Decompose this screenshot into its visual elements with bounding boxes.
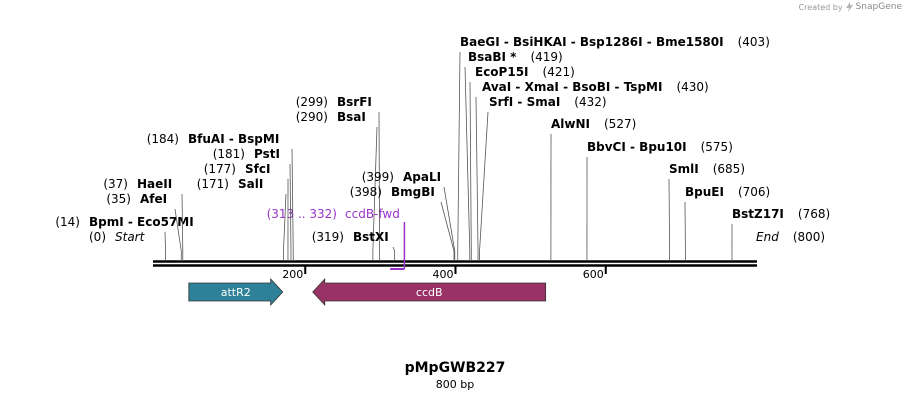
site-bpmi-position: (14) xyxy=(55,215,80,229)
credit-prefix: Created by xyxy=(798,2,843,12)
site-haeii-line xyxy=(181,193,184,252)
primer-range-label: (313 .. 332) xyxy=(267,207,337,221)
site-bbvci-name: BbvCI - Bpu10I xyxy=(587,140,687,154)
site-bbvci-position: (575) xyxy=(701,140,733,154)
site-bfuai-position: (184) xyxy=(147,132,179,146)
site-bsabi-line xyxy=(464,66,471,252)
site-ecop15i-position: (421) xyxy=(543,65,575,79)
site-bstxi-line xyxy=(392,246,396,252)
site-ecop15i-line xyxy=(469,81,472,252)
site-bsrfi-name: BsrFI xyxy=(337,95,372,109)
site-apali-position: (399) xyxy=(362,170,394,184)
feature-attr2-arrow xyxy=(188,277,284,307)
feature-attr2-label: attR2 xyxy=(221,286,251,299)
site-baegi-name: BaeGI - BsiHKAI - Bsp1286I - Bme1580I xyxy=(460,35,724,49)
ruler-label-200: 200 xyxy=(282,268,303,281)
site-srfi-name: SrfI - SmaI xyxy=(489,95,560,109)
site-avai-name: AvaI - XmaI - BsoBI - TspMI xyxy=(482,80,662,94)
site-start-position: (0) xyxy=(89,230,106,244)
site-sali-position: (171) xyxy=(197,177,229,191)
site-psti-name: PstI xyxy=(254,147,280,161)
site-sali-line xyxy=(283,193,287,252)
site-bsai-position: (290) xyxy=(296,110,328,124)
ruler-label-400: 400 xyxy=(433,268,454,281)
site-bsrfi-line xyxy=(378,111,381,252)
site-bsabi-name: BsaBI * xyxy=(468,50,517,64)
site-bmgbi-name: BmgBI xyxy=(391,185,435,199)
site-afei-position: (35) xyxy=(106,192,131,206)
site-avai-position: (430) xyxy=(676,80,708,94)
site-bsai-line xyxy=(372,126,378,252)
plasmid-name: pMpGWB227 xyxy=(404,360,506,376)
site-afei-name: AfeI xyxy=(140,192,167,206)
site-alwni-name: AlwNI xyxy=(551,117,590,131)
site-bsai-name: BsaI xyxy=(337,110,366,124)
snapgene-logo-icon xyxy=(845,2,853,12)
site-end-name: End xyxy=(756,230,779,244)
site-bfuai-name: BfuAI - BspMI xyxy=(188,132,279,146)
site-baegi-line xyxy=(457,51,461,252)
site-smli-line xyxy=(668,178,671,252)
ruler-label-600: 600 xyxy=(583,268,604,281)
credit-brand: SnapGene xyxy=(855,2,902,12)
site-apali-line xyxy=(443,186,456,252)
site-bsabi-position: (419) xyxy=(530,50,562,64)
site-bpuei-name: BpuEI xyxy=(685,185,724,199)
site-start-name: Start xyxy=(115,230,146,244)
feature-ccdb-label: ccdB xyxy=(416,286,443,299)
site-psti-line xyxy=(289,163,292,252)
site-bpmi-line xyxy=(164,231,166,252)
site-end-position: (800) xyxy=(793,230,825,244)
site-avai-line xyxy=(475,96,479,252)
site-bstxi-name: BstXI xyxy=(353,230,389,244)
site-haeii-position: (37) xyxy=(103,177,128,191)
site-bmgbi-position: (398) xyxy=(350,185,382,199)
site-sfci-name: SfcI xyxy=(245,162,270,176)
site-smli-position: (685) xyxy=(713,162,745,176)
site-apali-name: ApaLI xyxy=(403,170,441,184)
site-sali-name: SalI xyxy=(238,177,263,191)
site-bstxi-position: (319) xyxy=(312,230,344,244)
site-bpuei-position: (706) xyxy=(738,185,770,199)
primer-name-label: ccdB-fwd xyxy=(345,207,400,221)
site-bstz17i-position: (768) xyxy=(798,207,830,221)
site-bstz17i-name: BstZ17I xyxy=(732,207,784,221)
site-baegi-position: (403) xyxy=(738,35,770,49)
site-bpmi-name: BpmI - Eco57MI xyxy=(89,215,194,229)
site-ecop15i-name: EcoP15I xyxy=(475,65,529,79)
plasmid-size: 800 bp xyxy=(435,378,475,391)
site-srfi-line xyxy=(479,111,489,252)
site-haeii-name: HaeII xyxy=(137,177,172,191)
site-srfi-position: (432) xyxy=(574,95,606,109)
snapgene-credit: Created by SnapGene xyxy=(799,2,902,12)
site-alwni-position: (527) xyxy=(604,117,636,131)
site-bsrfi-position: (299) xyxy=(296,95,328,109)
site-psti-position: (181) xyxy=(213,147,245,161)
site-smli-name: SmlI xyxy=(669,162,699,176)
site-bfuai-line xyxy=(291,148,294,252)
site-bmgbi-line xyxy=(440,201,455,252)
site-afei-line xyxy=(174,208,182,252)
site-sfci-position: (177) xyxy=(204,162,236,176)
feature-ccdb-arrow xyxy=(312,277,547,307)
